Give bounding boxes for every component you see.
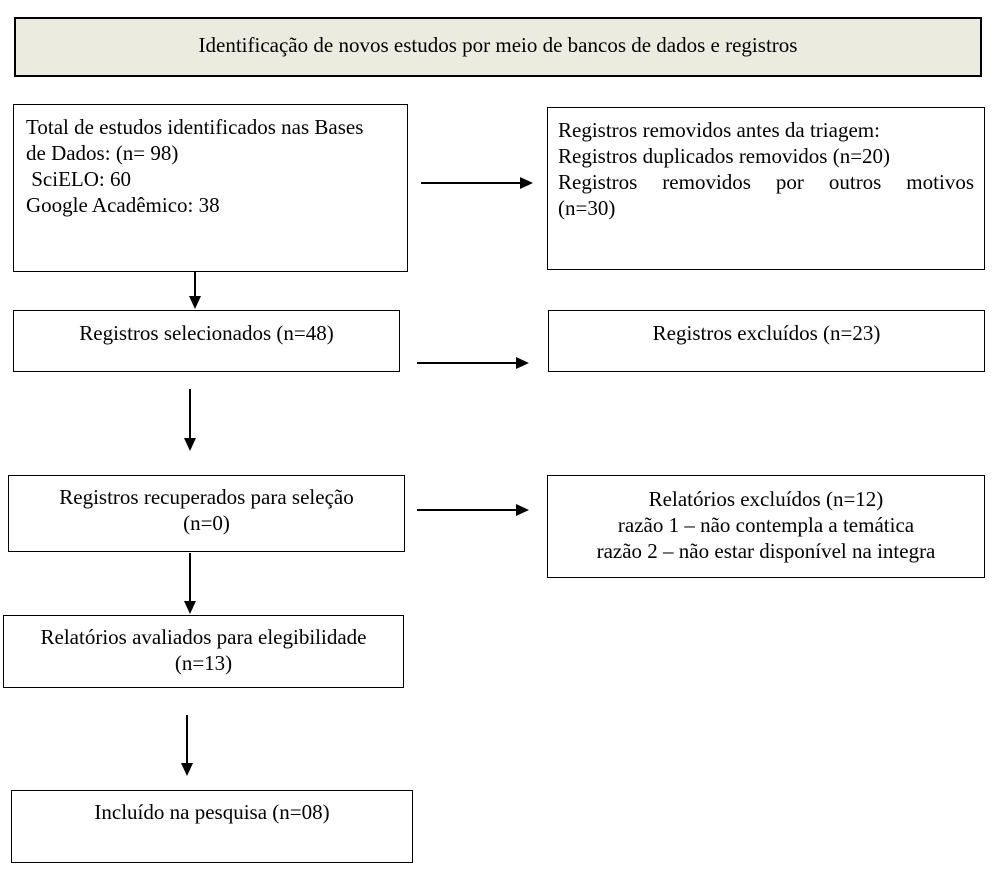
flow-arrow-right-1 (421, 176, 533, 190)
box-text-line: Registros removidos antes da triagem: (558, 118, 880, 142)
arrowhead-right-icon (516, 357, 529, 369)
flow-arrow-right-3 (417, 503, 529, 517)
box-text-line: Registros duplicados removidos (n=20) (558, 144, 891, 168)
arrow-shaft (189, 389, 191, 438)
arrow-shaft (417, 509, 516, 511)
box-identified-studies: Total de estudos identificados nas Bases… (13, 104, 408, 272)
box-text-line: Total de estudos identificados nas Bases (26, 115, 364, 139)
box-records-excluded: Registros excluídos (n=23) (548, 310, 985, 372)
arrow-shaft (194, 272, 196, 296)
arrowhead-down-icon (181, 763, 193, 776)
box-reports-assessed: Relatórios avaliados para elegibilidade … (3, 615, 404, 688)
box-records-screened: Registros selecionados (n=48) (13, 310, 400, 372)
box-text-line: (n=30) (558, 196, 616, 220)
box-text-line: Registros recuperados para seleção (59, 485, 354, 509)
arrow-shaft (186, 715, 188, 763)
flow-arrow-down-3 (183, 553, 197, 614)
arrow-shaft (421, 182, 520, 184)
box-text-line: Registros selecionados (n=48) (79, 321, 334, 345)
box-text-line: Google Acadêmico: 38 (26, 193, 220, 217)
arrowhead-down-icon (189, 296, 201, 309)
box-text-line: de Dados: (n= 98) (26, 141, 179, 165)
flow-arrow-down-2 (183, 389, 197, 451)
arrowhead-right-icon (520, 177, 533, 189)
title-banner: Identificação de novos estudos por meio … (14, 17, 982, 77)
box-included: Incluído na pesquisa (n=08) (11, 790, 413, 863)
box-text-line: Incluído na pesquisa (n=08) (94, 800, 330, 824)
arrowhead-down-icon (184, 438, 196, 451)
flow-arrow-right-2 (417, 356, 529, 370)
box-text-line: (n=13) (174, 651, 233, 675)
flow-arrow-down-1 (188, 272, 202, 309)
arrow-shaft (417, 362, 516, 364)
arrowhead-down-icon (184, 601, 196, 614)
box-text-line: SciELO: 60 (26, 167, 131, 191)
box-text-line: razão 2 – não estar disponível na integr… (596, 539, 936, 563)
box-text-line: (n=0) (183, 511, 230, 535)
box-text-line: Registros excluídos (n=23) (652, 321, 881, 345)
box-records-removed: Registros removidos antes da triagem: Re… (547, 107, 985, 270)
box-text-line: razão 1 – não contempla a temática (617, 513, 915, 537)
arrow-shaft (189, 553, 191, 601)
box-reports-excluded: Relatórios excluídos (n=12) razão 1 – nã… (547, 475, 985, 578)
box-text-line: Relatórios excluídos (n=12) (648, 487, 884, 511)
title-banner-label: Identificação de novos estudos por meio … (198, 33, 798, 57)
flow-arrow-down-4 (180, 715, 194, 776)
box-text-line: Relatórios avaliados para elegibilidade (40, 625, 367, 649)
box-records-retrieved: Registros recuperados para seleção (n=0) (8, 475, 405, 552)
arrowhead-right-icon (516, 504, 529, 516)
box-text-line: Registros removidos por outros motivos (558, 170, 974, 194)
